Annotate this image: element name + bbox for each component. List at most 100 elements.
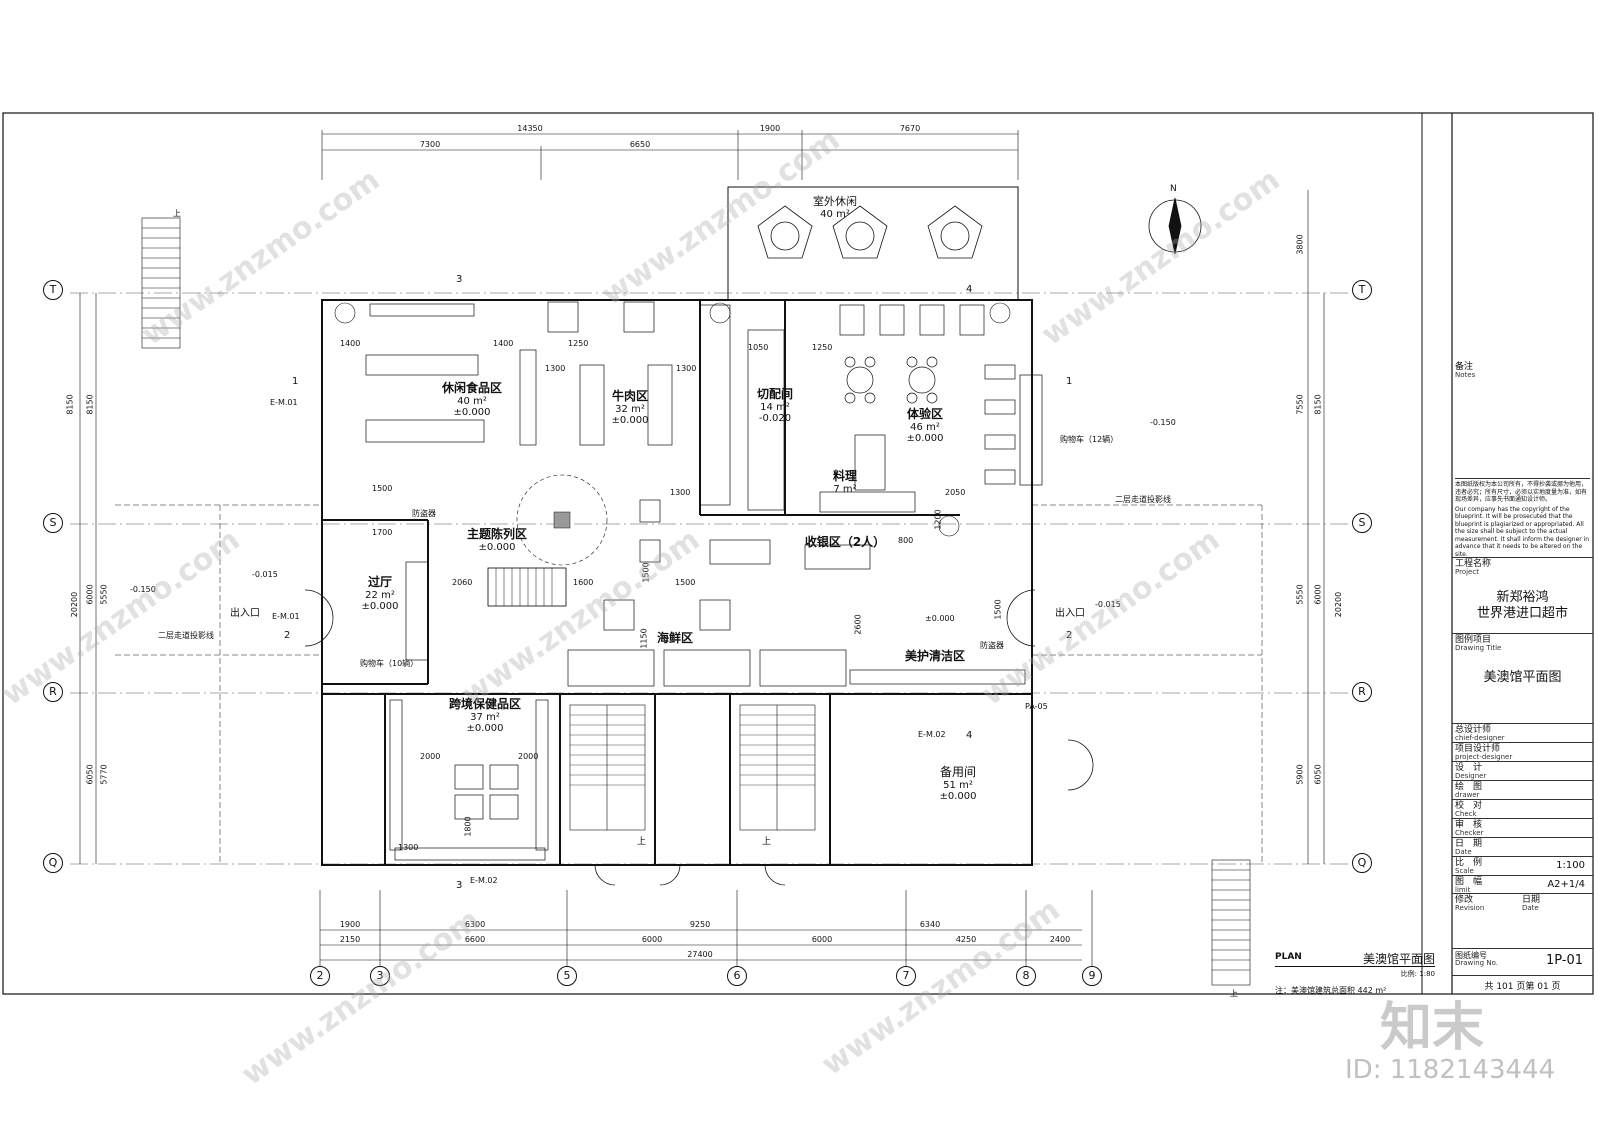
- grid-bubble-S-right: S: [1352, 513, 1372, 533]
- grid-bubble-T-right: T: [1352, 280, 1372, 300]
- tb-row-cn: 日 期: [1455, 839, 1483, 849]
- external-stair-right: [1211, 859, 1251, 986]
- grid-bubble-R-left: R: [43, 682, 63, 702]
- theft-left: 防盗器: [412, 509, 436, 518]
- theme-display: [516, 474, 608, 566]
- drawing-no-value: 1P-01: [1545, 953, 1583, 968]
- title-block: 备注 Notes 本图纸版权为本公司所有，不得抄袭或挪为他用，违者必究；所有尺寸…: [1452, 113, 1593, 994]
- level-center: ±0.000: [925, 614, 955, 623]
- dim-right-7: 20200: [1334, 591, 1344, 618]
- tb-row-value: A2+1/4: [1547, 879, 1585, 890]
- cart-right-label: 购物车（12辆）: [1060, 435, 1119, 444]
- grid-bubble-T-left: T: [43, 280, 63, 300]
- tb-row-cn: 绘 图: [1455, 782, 1483, 792]
- entrance-left-label: 出入口: [230, 608, 260, 619]
- grid-bubble-R-right: R: [1352, 682, 1372, 702]
- elev-2a: 2: [284, 630, 291, 641]
- tb-row-en: Scale: [1455, 867, 1474, 876]
- up-label-4: 上: [1230, 989, 1238, 998]
- dim-top-2: 7300: [419, 140, 441, 149]
- dim-left-5: 5770: [99, 764, 109, 785]
- project-label: 工程名称: [1455, 559, 1492, 569]
- copyright-cn: 本图纸版权为本公司所有，不得抄袭或挪为他用，违者必究；所有尺寸，必须以实地度量为…: [1455, 481, 1588, 503]
- date-label: 日期: [1522, 895, 1541, 905]
- dim-bottom2-4: 4250: [955, 935, 977, 944]
- inner-dim-13: 1300: [670, 488, 691, 497]
- inner-dim-23: 1500: [993, 599, 1003, 620]
- drawing-label: 图例项目: [1455, 635, 1492, 645]
- em02-right: E-M.02: [918, 730, 946, 739]
- dim-bottom2-0: 2150: [339, 935, 361, 944]
- dim-bottom1-3: 6340: [919, 920, 941, 929]
- inner-dim-3: 1300: [545, 364, 566, 373]
- tb-drawing-title: 图例项目 Drawing Title 美澳馆平面图: [1452, 633, 1593, 724]
- inner-dim-11: 1500: [675, 578, 696, 587]
- tb-row-cn: 总设计师: [1455, 725, 1492, 735]
- tb-row-cn: 比 例: [1455, 858, 1483, 868]
- level-left2: -0.015: [252, 570, 278, 579]
- tb-row-cn: 校 对: [1455, 801, 1483, 811]
- dim-left-3: 5550: [99, 584, 109, 605]
- entrance-doors: [304, 589, 1094, 886]
- watermark-id: ID: 1182143444: [1345, 1055, 1556, 1085]
- dim-left-4: 6050: [85, 764, 95, 785]
- level-right2: -0.015: [1095, 600, 1121, 609]
- dim-left-1: 8150: [85, 394, 95, 415]
- tb-revision: 修改 Revision 日期 Date: [1452, 893, 1593, 949]
- outdoor-terrace: [727, 186, 1019, 301]
- plan-title: 美澳馆平面图: [1362, 952, 1435, 966]
- north-arrow-icon: [1148, 197, 1202, 255]
- copyright-en: Our company has the copyright of the blu…: [1455, 505, 1590, 558]
- dimension-lines-top: [321, 130, 1019, 180]
- date-en: Date: [1522, 904, 1539, 913]
- dim-top-1: 7670: [899, 124, 921, 133]
- inner-dim-5: 1050: [748, 343, 769, 352]
- inner-dim-8: 1700: [372, 528, 393, 537]
- tb-notes: [1452, 365, 1598, 480]
- elev-2b: 2: [1066, 630, 1073, 641]
- dimension-lines-sides: [79, 190, 1325, 864]
- grid-bubble-Q-left: Q: [43, 853, 63, 873]
- dim-right-4: 6000: [1313, 584, 1323, 605]
- stair-display: [487, 567, 567, 607]
- elev-1a: 1: [292, 376, 299, 387]
- dimension-lines-bottom: [319, 890, 1093, 966]
- grid-bubble-Q-right: Q: [1352, 853, 1372, 873]
- project-en: Project: [1455, 568, 1479, 577]
- tb-project: 工程名称 Project 新郑裕鸿 世界港进口超市: [1452, 557, 1593, 640]
- tb-row-value: 1:100: [1556, 860, 1585, 871]
- dim-right-5: 5900: [1295, 764, 1305, 785]
- elev-4a: 4: [966, 284, 973, 295]
- inner-dim-22: 2600: [853, 614, 863, 635]
- level-right: -0.150: [1150, 418, 1176, 427]
- elev-3b: 3: [456, 880, 463, 891]
- inner-dim-6: 1250: [812, 343, 833, 352]
- tb-row-cn: 图 幅: [1455, 877, 1483, 887]
- inner-dim-4: 1300: [676, 364, 697, 373]
- up-label-2: 上: [637, 837, 647, 847]
- elev-4b: 4: [966, 730, 973, 741]
- tb-pages: 共 101 页第 01 页: [1452, 975, 1593, 992]
- inner-dim-1: 1400: [493, 339, 514, 348]
- tb-row-en: Designer: [1455, 772, 1487, 781]
- inner-dim-21: 1150: [639, 628, 649, 649]
- dim-top-3: 6650: [629, 140, 651, 149]
- grid-bubble-col-3: 3: [370, 966, 390, 986]
- project-name-2: 世界港进口超市: [1476, 606, 1568, 621]
- dim-bottom2-5: 2400: [1049, 935, 1071, 944]
- external-stair-left: [141, 217, 181, 349]
- plan-title-block: PLAN 美澳馆平面图 比例: 1:80 注：美澳馆建筑总面积 442 m²: [1275, 950, 1435, 996]
